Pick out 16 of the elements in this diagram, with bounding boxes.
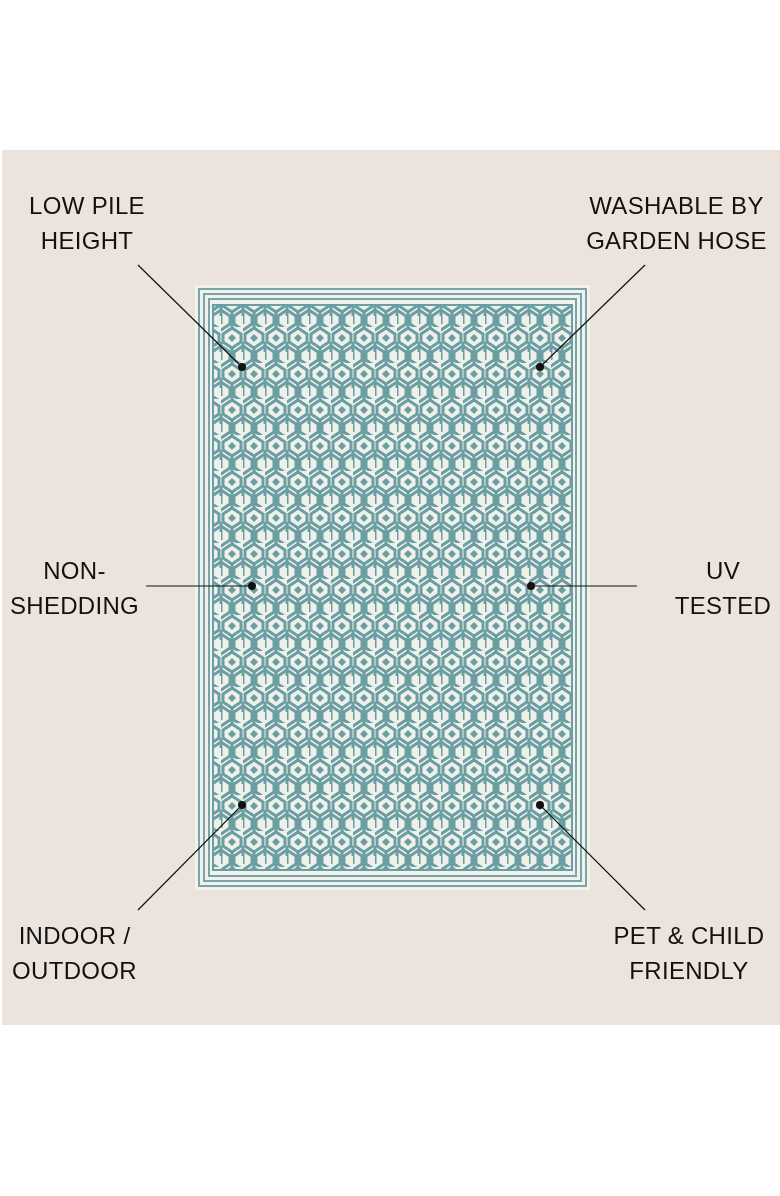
callout-label: NON-SHEDDING — [2, 553, 147, 623]
callout-label: PET & CHILD FRIENDLY — [600, 918, 778, 988]
callout-dot — [527, 582, 535, 590]
callout-dot — [248, 582, 256, 590]
leader-line — [534, 585, 638, 587]
callout-dot — [536, 363, 544, 371]
leader-line — [145, 585, 249, 587]
callout-label: INDOOR / OUTDOOR — [2, 918, 147, 988]
leader-line — [137, 807, 240, 911]
callout-dot — [238, 801, 246, 809]
callout-dot — [238, 363, 246, 371]
callout-label: LOW PILE HEIGHT — [2, 188, 172, 258]
callout-dot — [536, 801, 544, 809]
callout-label: UV TESTED — [668, 553, 778, 623]
leader-line — [137, 264, 240, 365]
callout-label: WASHABLE BY GARDEN HOSE — [575, 188, 778, 258]
